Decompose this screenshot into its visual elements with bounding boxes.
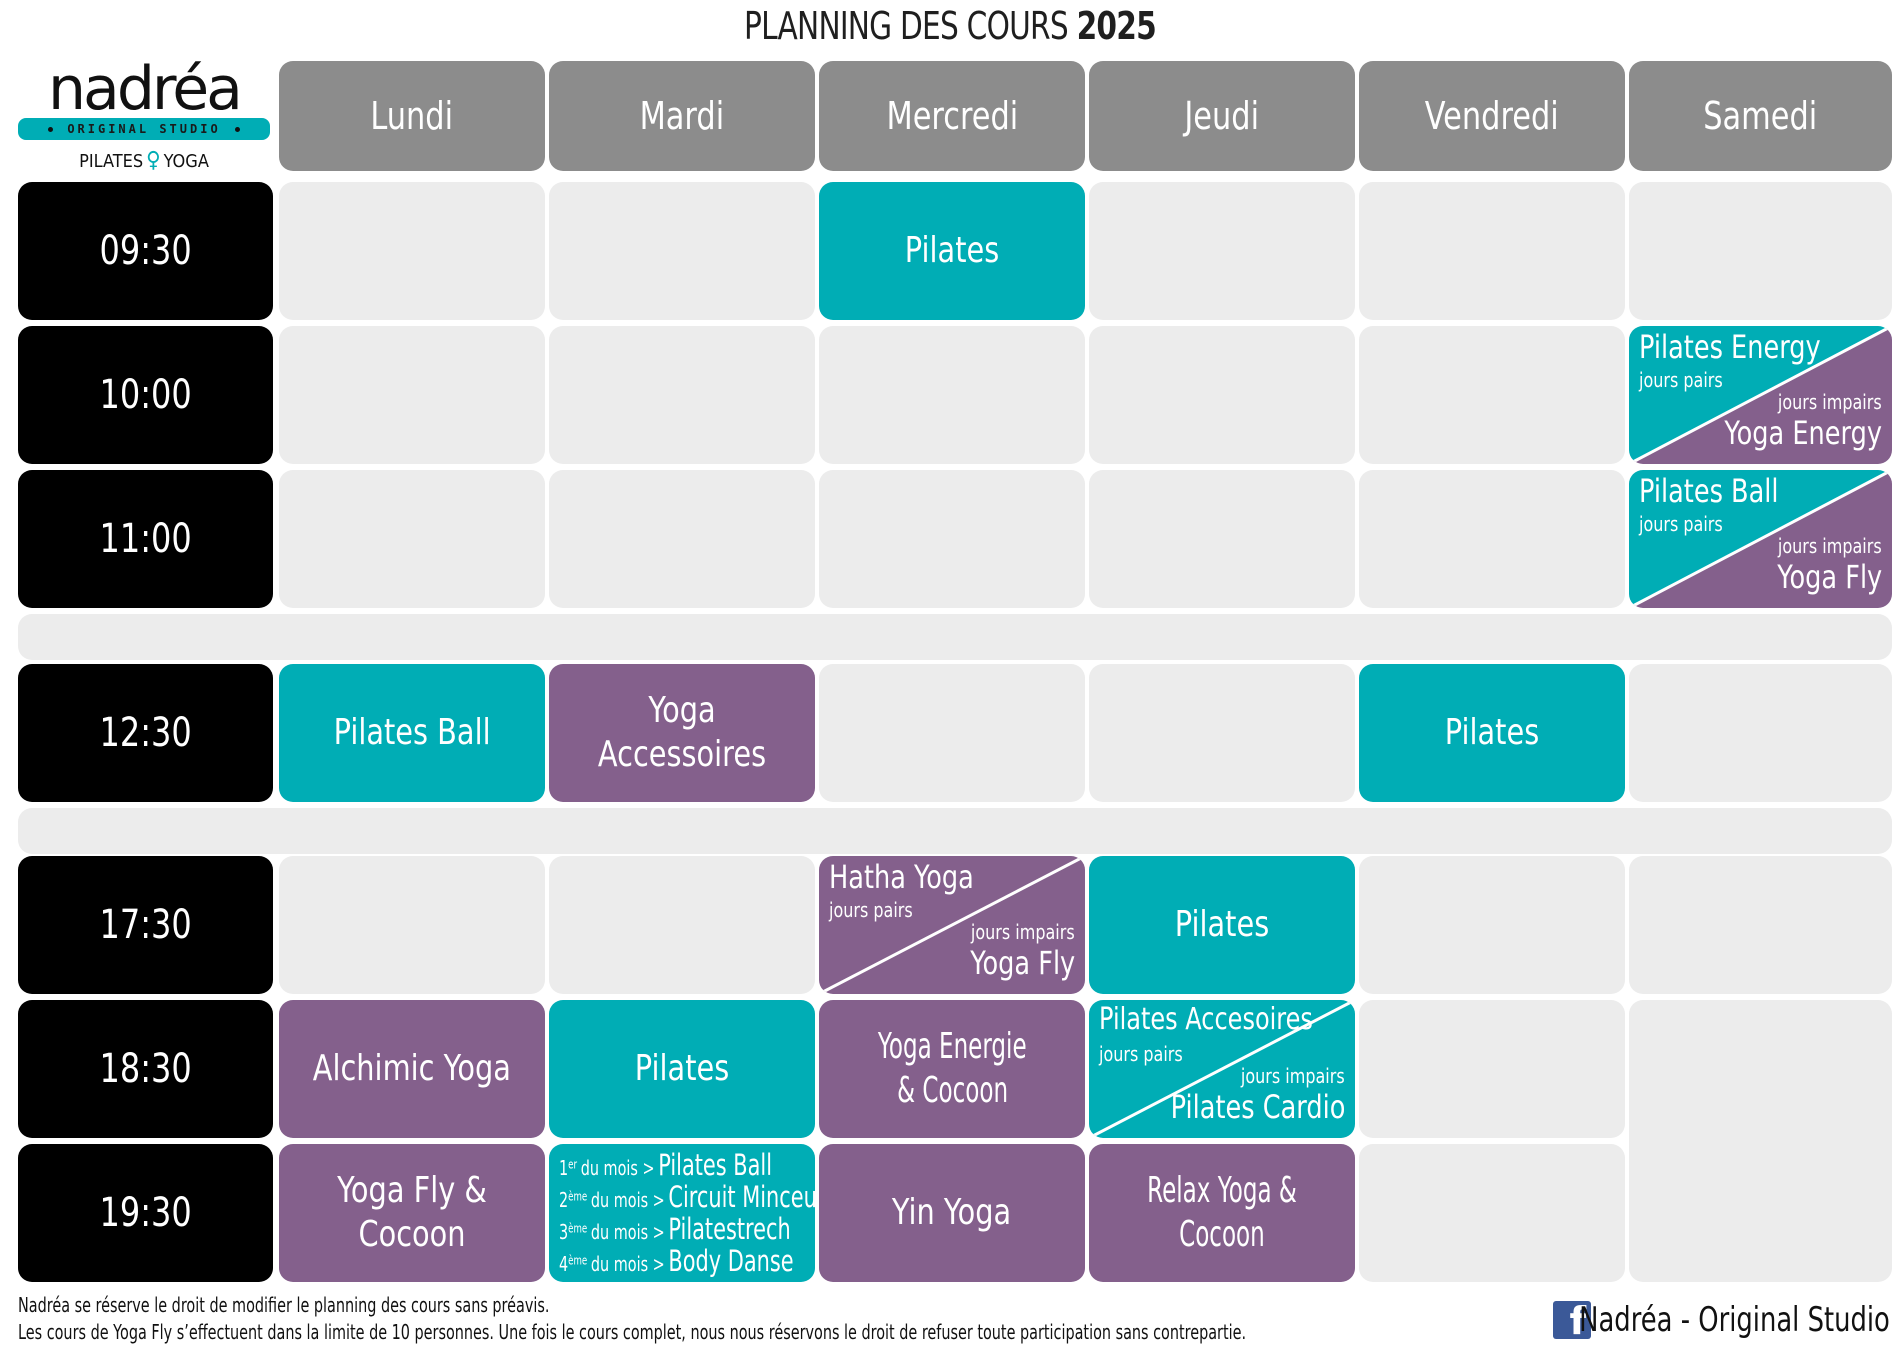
session-pilates-mercredi-0930[interactable]: Pilates: [819, 182, 1085, 320]
time-slot-1000: 10:00: [18, 326, 273, 464]
empty-cell: [1359, 1000, 1625, 1138]
session-line-1: Yoga Energie: [877, 1026, 1027, 1067]
empty-cell: [1089, 470, 1355, 608]
footer-notice-2: Les cours de Yoga Fly s’effectuent dans …: [18, 1320, 1247, 1344]
break-separator: [18, 808, 1892, 854]
footer-notice-1: Nadréa se réserve le droit de modifier l…: [18, 1293, 550, 1317]
split-background: [1629, 470, 1892, 608]
split-background: [819, 856, 1085, 994]
session-split-mercredi-1730[interactable]: Hatha Yoga jours pairs jours impairs Yog…: [819, 856, 1085, 994]
session-yin-yoga-mercredi-1930[interactable]: Yin Yoga: [819, 1144, 1085, 1282]
empty-cell: [1629, 182, 1892, 320]
session-yoga-accessoires-mardi-1230[interactable]: Yoga Accessoires: [549, 664, 815, 802]
break-separator: [18, 614, 1892, 660]
monthly-line-1: 1er du mois > Pilates Ball: [559, 1148, 773, 1182]
time-slot-1930: 19:30: [18, 1144, 273, 1282]
time-slot-1830: 18:30: [18, 1000, 273, 1138]
empty-cell: [549, 182, 815, 320]
session-pilates-mardi-1830[interactable]: Pilates: [549, 1000, 815, 1138]
day-header-samedi: Samedi: [1629, 61, 1892, 171]
split-background: [1089, 1000, 1355, 1138]
split-bottom-note: jours impairs: [971, 920, 1075, 944]
empty-cell: [1359, 326, 1625, 464]
empty-cell: [1629, 1000, 1892, 1282]
empty-cell: [1089, 326, 1355, 464]
monthly-line-4: 4ème du mois > Body Danse: [559, 1244, 794, 1278]
session-split-samedi-1000[interactable]: Pilates Energy jours pairs jours impairs…: [1629, 326, 1892, 464]
time-slot-1100: 11:00: [18, 470, 273, 608]
day-header-vendredi: Vendredi: [1359, 61, 1625, 171]
session-split-jeudi-1830[interactable]: Pilates Accesoires jours pairs jours imp…: [1089, 1000, 1355, 1138]
time-slot-1730: 17:30: [18, 856, 273, 994]
empty-cell: [279, 326, 545, 464]
session-yoga-energie-mercredi-1830[interactable]: Yoga Energie& Cocoon: [819, 1000, 1085, 1138]
empty-cell: [1089, 664, 1355, 802]
session-relax-yoga-jeudi-1930[interactable]: Relax Yoga &Cocoon: [1089, 1144, 1355, 1282]
session-monthly-mardi-1930[interactable]: 1er du mois > Pilates Ball 2ème du mois …: [549, 1144, 815, 1282]
empty-cell: [279, 182, 545, 320]
session-pilates-ball-lundi-1230[interactable]: Pilates Ball: [279, 664, 545, 802]
day-header-mercredi: Mercredi: [819, 61, 1085, 171]
split-top-course: Pilates Ball: [1639, 472, 1779, 510]
empty-cell: [279, 856, 545, 994]
empty-cell: [1359, 470, 1625, 608]
empty-cell: [549, 326, 815, 464]
session-line-1: Relax Yoga &: [1147, 1170, 1297, 1211]
split-bottom-course: Yoga Fly: [1777, 558, 1882, 596]
empty-cell: [819, 664, 1085, 802]
logo-wordmark: nadréa: [48, 54, 243, 124]
page-title: PLANNING DES COURS 2025: [209, 4, 1691, 48]
day-header-jeudi: Jeudi: [1089, 61, 1355, 171]
studio-logo: nadréa ORIGINAL STUDIO PILATES♀YOGA: [18, 54, 270, 180]
time-slot-1230: 12:30: [18, 664, 273, 802]
empty-cell: [819, 470, 1085, 608]
session-pilates-jeudi-1730[interactable]: Pilates: [1089, 856, 1355, 994]
split-top-note: jours pairs: [1639, 512, 1723, 536]
empty-cell: [1359, 182, 1625, 320]
split-top-note: jours pairs: [1099, 1042, 1183, 1066]
split-top-note: jours pairs: [1639, 368, 1723, 392]
split-top-course: Hatha Yoga: [829, 858, 974, 896]
empty-cell: [549, 856, 815, 994]
session-line-2: & Cocoon: [896, 1070, 1008, 1111]
empty-cell: [549, 470, 815, 608]
time-slot-0930: 09:30: [18, 182, 273, 320]
logo-left-text: PILATES: [79, 151, 144, 172]
title-year: 2025: [1076, 4, 1157, 48]
split-top-course: Pilates Accesoires: [1099, 1002, 1313, 1037]
split-background: [1629, 326, 1892, 464]
split-bottom-course: Pilates Cardio: [1170, 1088, 1345, 1126]
empty-cell: [279, 470, 545, 608]
session-line-2: Cocoon: [1179, 1214, 1265, 1255]
split-bottom-course: Yoga Fly: [970, 944, 1075, 982]
empty-cell: [1089, 182, 1355, 320]
session-pilates-vendredi-1230[interactable]: Pilates: [1359, 664, 1625, 802]
yoga-figure-icon: ♀: [146, 148, 161, 173]
split-bottom-note: jours impairs: [1778, 390, 1882, 414]
facebook-icon[interactable]: f: [1553, 1299, 1591, 1343]
monthly-line-3: 3ème du mois > Pilatestrech: [559, 1212, 791, 1246]
logo-right-text: YOGA: [163, 151, 209, 172]
split-bottom-course: Yoga Energy: [1724, 414, 1882, 452]
day-header-mardi: Mardi: [549, 61, 815, 171]
logo-bar-text: ORIGINAL STUDIO: [67, 122, 221, 136]
split-top-note: jours pairs: [829, 898, 913, 922]
facebook-page-link[interactable]: Nadréa - Original Studio: [1579, 1300, 1890, 1340]
title-text: PLANNING DES COURS: [744, 4, 1069, 48]
split-bottom-note: jours impairs: [1778, 534, 1882, 558]
empty-cell: [819, 326, 1085, 464]
session-yoga-fly-cocoon-lundi-1930[interactable]: Yoga Fly & Cocoon: [279, 1144, 545, 1282]
empty-cell: [1359, 856, 1625, 994]
day-header-lundi: Lundi: [279, 61, 545, 171]
session-alchimic-yoga-lundi-1830[interactable]: Alchimic Yoga: [279, 1000, 545, 1138]
logo-bar: ORIGINAL STUDIO: [18, 118, 270, 140]
empty-cell: [1359, 1144, 1625, 1282]
monthly-line-2: 2ème du mois > Circuit Minceur: [559, 1180, 815, 1214]
split-top-course: Pilates Energy: [1639, 328, 1821, 366]
empty-cell: [1629, 856, 1892, 994]
empty-cell: [1629, 664, 1892, 802]
split-bottom-note: jours impairs: [1241, 1064, 1345, 1088]
logo-subtitle: PILATES♀YOGA: [18, 148, 270, 173]
session-split-samedi-1100[interactable]: Pilates Ball jours pairs jours impairs Y…: [1629, 470, 1892, 608]
